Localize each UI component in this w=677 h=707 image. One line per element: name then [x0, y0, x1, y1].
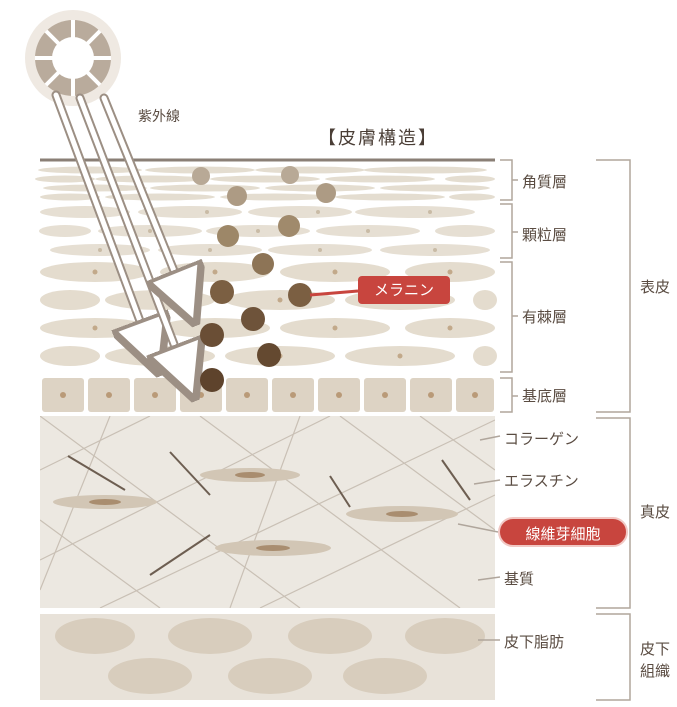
label-fibroblast: 線維芽細胞 — [498, 517, 628, 547]
uv-rays — [51, 90, 185, 373]
sun-icon — [25, 10, 121, 106]
fat-cells — [55, 618, 485, 694]
label-epidermis: 表皮 — [640, 278, 671, 296]
fibroblast-cells — [53, 468, 458, 556]
layer-brackets — [457, 159, 631, 701]
label-dermis: 真皮 — [640, 503, 671, 521]
stratum-corneum-cells — [35, 166, 495, 201]
label-subcutaneous-fat: 皮下脂肪 — [504, 633, 565, 651]
label-stratum-corneum: 角質層 — [522, 173, 568, 191]
melanin-granules — [192, 166, 336, 392]
uv-label: 紫外線 — [138, 109, 180, 125]
collagen-fibers — [40, 416, 495, 608]
diagram-title: 【皮膚構造】 — [318, 128, 438, 149]
label-stratum-spinosum: 有棘層 — [522, 308, 568, 326]
label-elastin: エラスチン — [504, 472, 579, 490]
melanin-pointer-line — [309, 289, 359, 297]
label-melanin: メラニン — [358, 276, 450, 304]
label-stratum-granulosum: 顆粒層 — [522, 226, 568, 244]
elastin-fibers — [67, 451, 471, 576]
label-ground-substance: 基質 — [504, 570, 535, 588]
label-collagen: コラーゲン — [504, 430, 580, 448]
label-subcutaneous-tissue: 皮下組織 — [640, 640, 671, 680]
label-stratum-basale: 基底層 — [522, 387, 568, 405]
